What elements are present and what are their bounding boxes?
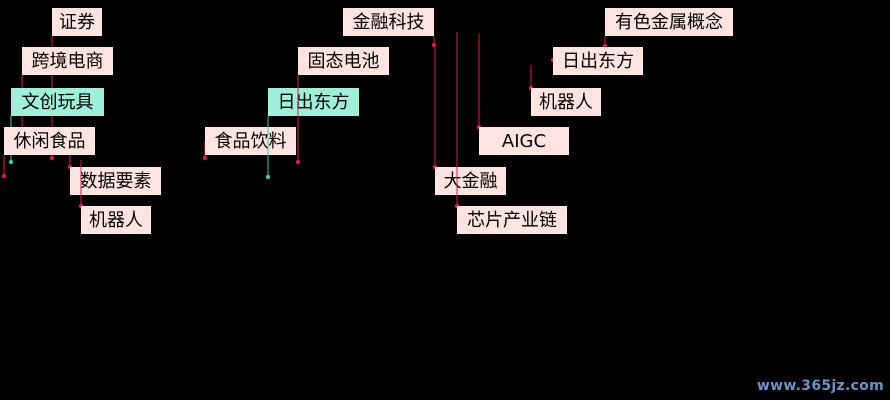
label-box	[70, 167, 161, 195]
label-box	[11, 88, 104, 116]
anchor-point	[8, 159, 14, 165]
label-box	[605, 8, 733, 36]
label-box	[22, 47, 113, 75]
label-text: 日出东方	[562, 51, 634, 72]
label-box	[435, 167, 506, 195]
label-text: 机器人	[89, 210, 143, 231]
label-text: 固态电池	[308, 51, 380, 72]
label-box	[52, 8, 102, 36]
anchor-point	[295, 159, 301, 165]
label-box	[205, 127, 296, 155]
label-text: 跨境电商	[32, 51, 104, 72]
label-box	[298, 47, 389, 75]
label-text: 机器人	[539, 92, 593, 113]
anchor-point	[1, 173, 7, 179]
label-box	[4, 127, 95, 155]
label-box	[531, 88, 601, 116]
label-text: 证券	[59, 12, 95, 33]
label-box	[81, 206, 151, 234]
label-box	[479, 127, 569, 155]
label-text: 大金融	[444, 171, 498, 192]
label-text: 休闲食品	[14, 131, 86, 152]
anchor-point	[265, 174, 271, 180]
label-text: 文创玩具	[22, 92, 94, 113]
label-box	[343, 8, 434, 36]
label-box	[553, 47, 643, 75]
label-box	[268, 88, 359, 116]
anchor-point	[431, 42, 437, 48]
label-text: 食品饮料	[215, 131, 287, 152]
label-text: 有色金属概念	[615, 11, 723, 33]
label-text: 芯片产业链	[467, 210, 557, 231]
watermark: www.365jz.com	[756, 378, 884, 394]
anchor-point	[49, 155, 55, 161]
label-text: 金融科技	[353, 12, 425, 33]
label-text: 数据要素	[80, 171, 152, 192]
label-text: AIGC	[502, 131, 546, 152]
anchor-point	[202, 155, 208, 161]
label-text: 日出东方	[278, 92, 350, 113]
label-box	[457, 206, 567, 234]
